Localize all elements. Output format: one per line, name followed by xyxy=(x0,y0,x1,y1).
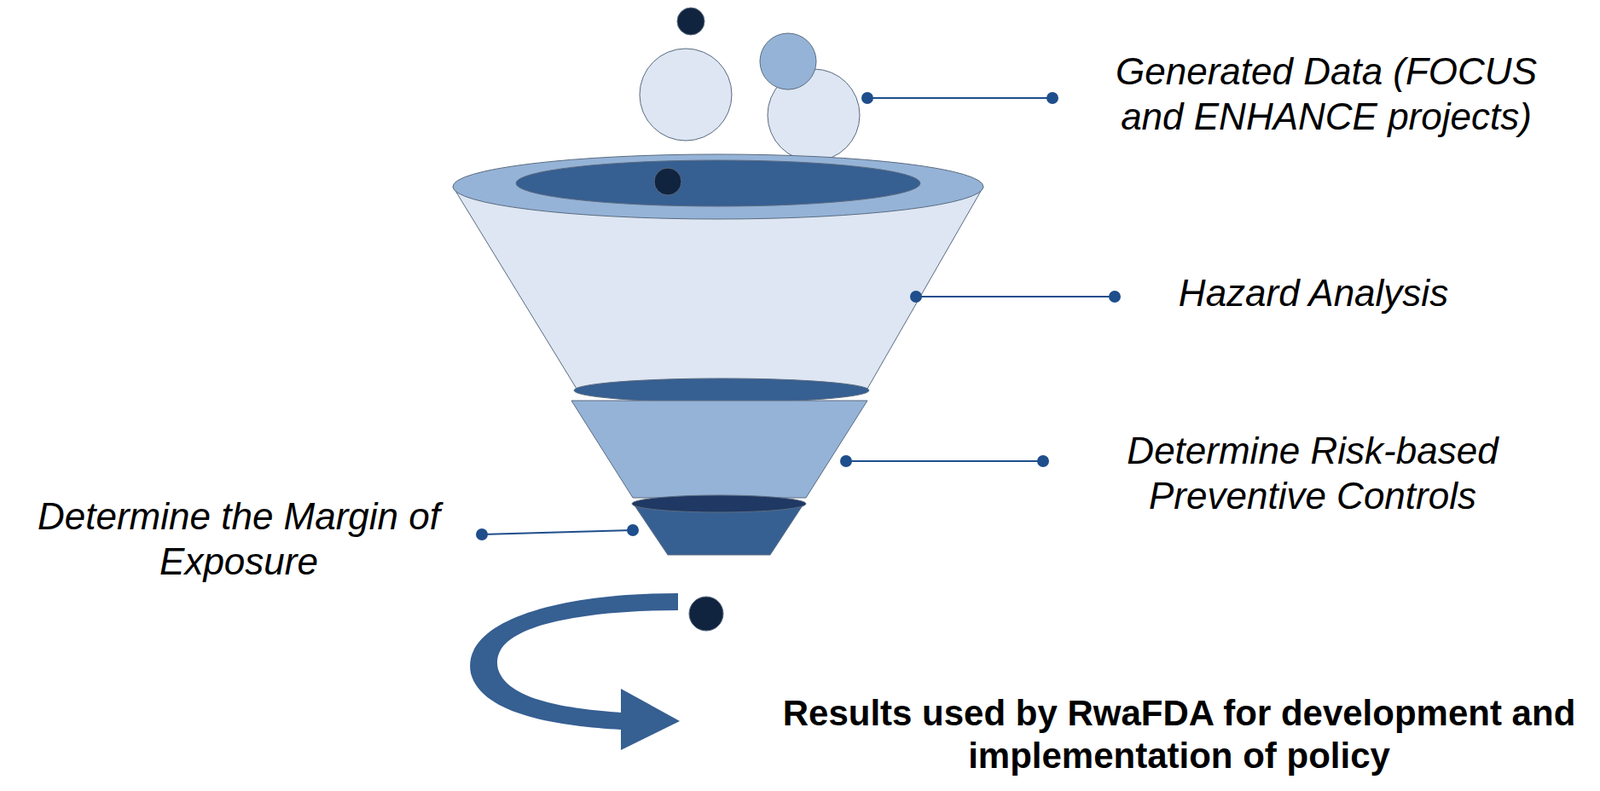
callout-label: Generated Data (FOCUS and ENHANCE projec… xyxy=(1095,49,1557,140)
leader-dot xyxy=(862,92,873,104)
funnel-opening xyxy=(515,160,921,207)
dot xyxy=(654,168,682,196)
dot xyxy=(677,7,705,35)
funnel-ring xyxy=(573,378,870,403)
funnel-middle xyxy=(571,400,868,499)
leader-line xyxy=(481,530,633,535)
leader-dot xyxy=(840,456,852,467)
bubble xyxy=(639,48,732,141)
leader-dot xyxy=(627,525,638,536)
leader-line xyxy=(915,295,1115,298)
leader-line xyxy=(867,97,1053,99)
callout-label: Determine the Margin of Exposure xyxy=(10,494,468,586)
leader-dot xyxy=(1047,92,1058,104)
callout-label: Hazard Analysis xyxy=(1117,271,1510,317)
funnel-ring xyxy=(631,495,806,513)
result-note: Results used by RwaFDA for development a… xyxy=(771,692,1587,777)
funnel-rim xyxy=(452,154,984,220)
bubble xyxy=(759,33,817,90)
leader-dot xyxy=(1109,291,1120,302)
arrow-head xyxy=(620,689,680,751)
leader-dot xyxy=(476,529,487,540)
callout-label: Determine Risk-based Preventive Controls xyxy=(1090,428,1535,520)
dot xyxy=(689,597,724,632)
leader-dot xyxy=(1037,456,1049,467)
leader-line xyxy=(846,460,1044,463)
leader-dot xyxy=(910,291,922,302)
